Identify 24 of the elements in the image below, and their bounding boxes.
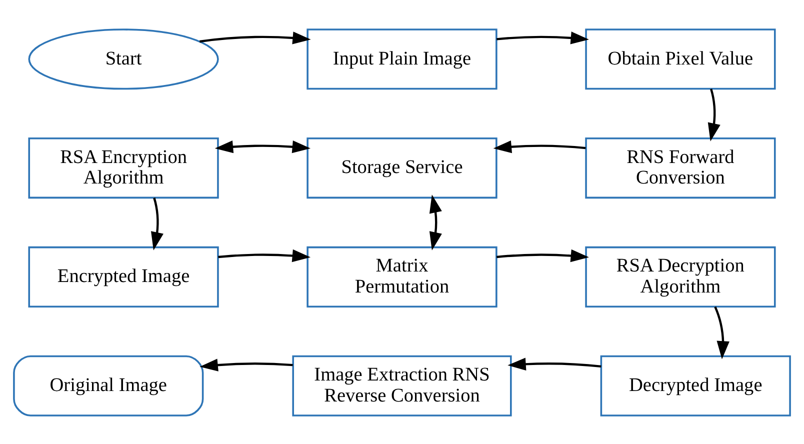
node-box: RSA Decryption Algorithm — [585, 246, 776, 307]
arrow — [496, 248, 589, 262]
node-box: Encrypted Image — [28, 246, 219, 307]
node-box: Image Extraction RNS Reverse Conversion — [292, 354, 512, 416]
arrow — [200, 358, 293, 371]
node-box: Storage Service — [306, 137, 498, 198]
arrow — [150, 197, 164, 250]
arrow — [200, 31, 311, 44]
arrow — [429, 194, 442, 250]
node-box: Decrypted Image — [600, 354, 791, 416]
arrow — [508, 357, 602, 370]
arrow — [708, 88, 720, 141]
arrow — [496, 31, 589, 44]
arrow — [714, 306, 730, 359]
node-box: RNS Forward Conversion — [585, 137, 776, 198]
arrow — [493, 140, 586, 153]
node-box: Obtain Pixel Value — [585, 28, 776, 90]
node-ellipse: Start — [28, 28, 219, 90]
arrow — [218, 248, 311, 262]
node-box: Input Plain Image — [306, 28, 498, 90]
node-box: Original Image — [13, 354, 204, 416]
node-box: RSA Encryption Algorithm — [28, 137, 219, 198]
arrow — [214, 140, 311, 153]
node-box: Matrix Permutation — [306, 246, 498, 307]
